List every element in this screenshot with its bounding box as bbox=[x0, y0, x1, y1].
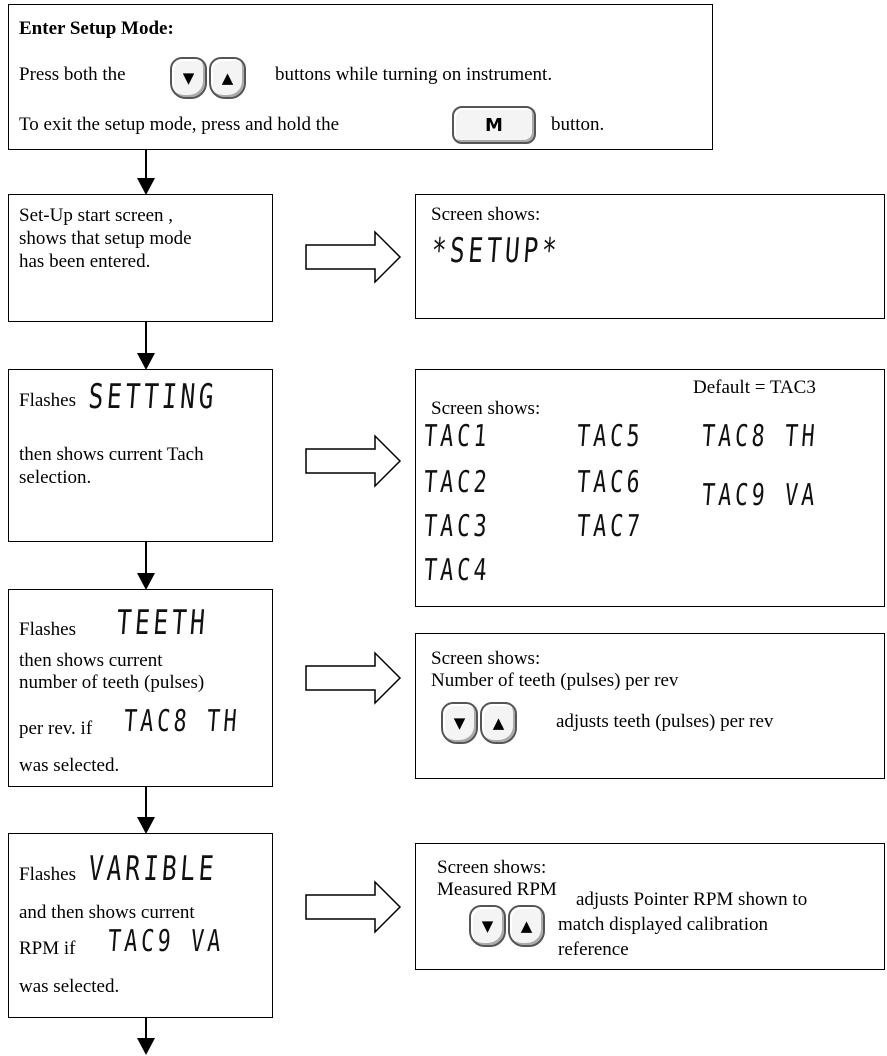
step1-box bbox=[8, 194, 273, 322]
step4-rpm-if: RPM if bbox=[19, 938, 76, 959]
down-arrow-3 bbox=[137, 542, 155, 590]
step4-adjust-3: reference bbox=[558, 939, 629, 960]
step4-adjust-2: match displayed calibration bbox=[558, 914, 768, 935]
tac-option: TAC6 bbox=[575, 465, 645, 500]
step2-line-2: selection. bbox=[19, 467, 92, 488]
down-arrow-4 bbox=[137, 787, 155, 834]
arrow-buttons-step4: ▼ ▲ bbox=[469, 905, 545, 947]
step4-screen-label: Screen shows: bbox=[437, 857, 547, 878]
enter-setup-box bbox=[8, 4, 713, 150]
right-arrow-1 bbox=[305, 230, 402, 284]
step3-line-2: number of teeth (pulses) bbox=[19, 672, 205, 693]
step3-box bbox=[8, 589, 273, 787]
down-button-icon: ▼ bbox=[441, 702, 478, 744]
step3-screen-label: Screen shows: bbox=[431, 648, 541, 669]
step4-selected: was selected. bbox=[19, 976, 120, 997]
down-button-icon: ▼ bbox=[469, 905, 506, 947]
step2-default: Default = TAC3 bbox=[693, 377, 816, 398]
step4-lcd-varible: VARIBLE bbox=[87, 849, 219, 889]
step2-line-1: then shows current Tach bbox=[19, 444, 204, 465]
step2-box bbox=[8, 369, 273, 542]
down-arrow-2 bbox=[137, 322, 155, 370]
step2-lcd-setting: SETTING bbox=[87, 377, 219, 417]
tac-option: TAC1 bbox=[422, 419, 492, 454]
tac-option: TAC7 bbox=[575, 509, 645, 544]
tac-option: TAC5 bbox=[575, 419, 645, 454]
step4-line-1: and then shows current bbox=[19, 902, 195, 923]
m-button-icon: M bbox=[452, 106, 536, 144]
step4-adjust-1: adjusts Pointer RPM shown to bbox=[576, 889, 808, 910]
arrow-buttons-step3: ▼ ▲ bbox=[441, 702, 517, 744]
tac-option: TAC8 TH bbox=[700, 419, 820, 454]
right-arrow-2 bbox=[305, 434, 402, 488]
step3-adjust: adjusts teeth (pulses) per rev bbox=[556, 711, 774, 732]
tac-option: TAC9 VA bbox=[700, 478, 820, 513]
arrow-buttons-setup: ▼ ▲ bbox=[170, 57, 246, 99]
step1-screen-label: Screen shows: bbox=[431, 204, 541, 225]
step3-lcd-teeth: TEETH bbox=[115, 603, 210, 643]
step3-per-rev: per rev. if bbox=[19, 718, 93, 739]
setup-title: Enter Setup Mode: bbox=[19, 18, 174, 39]
step4-box bbox=[8, 833, 273, 1018]
setup-line1-post: buttons while turning on instrument. bbox=[275, 64, 553, 85]
step1-screen-box bbox=[415, 194, 885, 319]
step2-screen-box bbox=[415, 369, 885, 607]
step1-line-3: has been entered. bbox=[19, 251, 151, 272]
step4-screen-line: Measured RPM bbox=[437, 879, 557, 900]
down-arrow-5 bbox=[137, 1018, 155, 1055]
tac-option: TAC2 bbox=[422, 465, 492, 500]
setup-line2-pre: To exit the setup mode, press and hold t… bbox=[19, 114, 340, 135]
step4-lcd-tac9: TAC9 VA bbox=[106, 924, 226, 959]
setup-line2-post: button. bbox=[551, 114, 605, 135]
step2-screen-label: Screen shows: bbox=[431, 398, 541, 419]
setup-line1-pre: Press both the bbox=[19, 64, 126, 85]
step3-lcd-tac8: TAC8 TH bbox=[122, 704, 242, 739]
step1-lcd-setup: *SETUP* bbox=[430, 231, 562, 271]
step4-flashes: Flashes bbox=[19, 864, 76, 885]
step1-line-1: Set-Up start screen , bbox=[19, 205, 174, 226]
up-button-icon: ▲ bbox=[209, 57, 246, 99]
right-arrow-4 bbox=[305, 880, 402, 934]
down-arrow-1 bbox=[137, 150, 155, 195]
tac-option: TAC3 bbox=[422, 509, 492, 544]
step3-screen-line: Number of teeth (pulses) per rev bbox=[431, 670, 679, 691]
step2-flashes: Flashes bbox=[19, 390, 76, 411]
tac-option: TAC4 bbox=[422, 553, 492, 588]
up-button-icon: ▲ bbox=[480, 702, 517, 744]
step3-line-1: then shows current bbox=[19, 650, 163, 671]
up-button-icon: ▲ bbox=[508, 905, 545, 947]
step3-selected: was selected. bbox=[19, 755, 120, 776]
step3-flashes: Flashes bbox=[19, 619, 76, 640]
step1-line-2: shows that setup mode bbox=[19, 228, 192, 249]
right-arrow-3 bbox=[305, 651, 402, 705]
down-button-icon: ▼ bbox=[170, 57, 207, 99]
